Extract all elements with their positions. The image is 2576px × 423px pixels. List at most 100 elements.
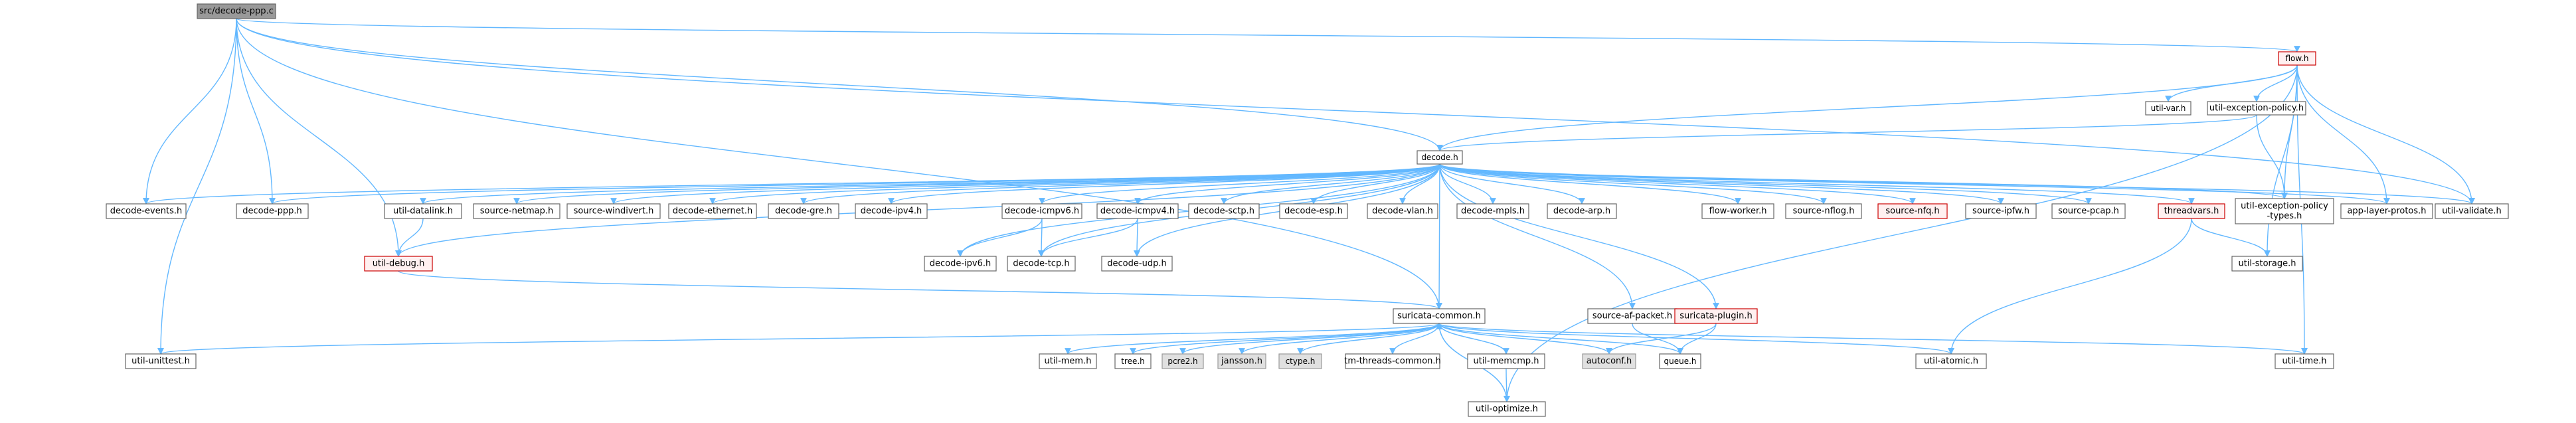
node-decode-udp[interactable]: decode-udp.h xyxy=(1101,256,1173,272)
node-box xyxy=(2278,51,2316,66)
node-decode-tcp[interactable]: decode-tcp.h xyxy=(1007,256,1076,272)
node-decode-ipv4[interactable]: decode-ipv4.h xyxy=(855,203,928,219)
node-label: threadvars.h xyxy=(2164,207,2219,216)
node-decode[interactable]: decode.h xyxy=(1417,150,1463,165)
node-decode-icmpv4[interactable]: decode-icmpv4.h xyxy=(1096,203,1179,219)
node-decode-esp[interactable]: decode-esp.h xyxy=(1279,203,1348,219)
node-box xyxy=(1547,203,1617,219)
node-util-storage[interactable]: util-storage.h xyxy=(2231,256,2303,272)
node-label: queue.h xyxy=(1664,357,1696,366)
node-decode-mpls[interactable]: decode-mpls.h xyxy=(1456,203,1529,219)
edge-decode_icmpv6-to-decode_tcp xyxy=(1038,218,1045,257)
node-util-optimize[interactable]: util-optimize.h xyxy=(1468,401,1546,417)
edge-decode-to-decode_icmpv6 xyxy=(1039,163,1440,205)
edge-decode-to-source_windivert xyxy=(610,163,1440,205)
edge-decode-to-decode_esp xyxy=(1310,163,1440,205)
node-box xyxy=(1039,353,1097,369)
node-label: src/decode-ppp.c xyxy=(199,7,274,17)
node-tm-threads-common[interactable]: tm-threads-common.h xyxy=(1344,353,1441,369)
node-source-af-packet[interactable]: source-af-packet.h xyxy=(1587,308,1677,324)
node-source-ipfw[interactable]: source-ipfw.h xyxy=(1965,203,2037,219)
node-util-memcmp[interactable]: util-memcmp.h xyxy=(1467,353,1545,369)
node-decode-vlan[interactable]: decode-vlan.h xyxy=(1367,203,1438,219)
edge-layer xyxy=(143,18,2475,402)
node-box xyxy=(125,353,197,369)
node-util-validate[interactable]: util-validate.h xyxy=(2435,203,2509,219)
node-util-exc-types[interactable]: util-exception-policy-types.h xyxy=(2235,198,2334,224)
edge-suricata_plugin-to-queue xyxy=(1677,323,1717,355)
node-ctype[interactable]: ctype.h xyxy=(1278,353,1322,369)
node-flow[interactable]: flow.h xyxy=(2278,51,2316,66)
node-util-var[interactable]: util-var.h xyxy=(2145,101,2191,116)
node-box xyxy=(236,203,309,219)
edge-decode_icmpv6-to-decode_ipv6 xyxy=(957,218,1043,257)
node-util-time[interactable]: util-time.h xyxy=(2275,353,2334,369)
node-decode-ipv6[interactable]: decode-ipv6.h xyxy=(924,256,997,272)
node-decode-gre[interactable]: decode-gre.h xyxy=(768,203,839,219)
node-decode-ppp[interactable]: decode-ppp.h xyxy=(236,203,309,219)
node-box xyxy=(1217,353,1266,369)
node-box xyxy=(1877,203,1948,219)
node-flow-worker[interactable]: flow-worker.h xyxy=(1701,203,1774,219)
node-decode-arp[interactable]: decode-arp.h xyxy=(1547,203,1617,219)
node-label: tm-threads-common.h xyxy=(1344,357,1441,367)
node-label: jansson.h xyxy=(1221,357,1262,367)
node-tree[interactable]: tree.h xyxy=(1114,353,1152,369)
node-label: -types.h xyxy=(2267,211,2302,221)
edge-suricata_common-to-queue xyxy=(1438,323,1683,355)
edge-suricata_common-to-autoconf xyxy=(1438,323,1612,355)
node-autoconf[interactable]: autoconf.h xyxy=(1582,353,1636,369)
node-decode-icmpv6[interactable]: decode-icmpv6.h xyxy=(1001,203,1082,219)
node-box xyxy=(1345,353,1440,369)
edge-root-to-suricata_common xyxy=(236,18,1442,309)
node-util-mem[interactable]: util-mem.h xyxy=(1039,353,1097,369)
edge-suricata_plugin-to-autoconf xyxy=(1606,323,1717,355)
node-box xyxy=(1582,353,1636,369)
edge-util_exc_pol-to-decode xyxy=(1436,114,2257,151)
node-util-exc-pol[interactable]: util-exception-policy.h xyxy=(2207,101,2306,116)
edge-root-to-util_unittest xyxy=(157,18,237,355)
edge-flow-to-util_exc_pol xyxy=(2253,64,2298,102)
node-util-unittest[interactable]: util-unittest.h xyxy=(125,353,197,369)
edge-root-to-decode xyxy=(236,18,1443,151)
node-box xyxy=(1161,353,1204,369)
node-jansson[interactable]: jansson.h xyxy=(1217,353,1266,369)
node-util-datalink[interactable]: util-datalink.h xyxy=(384,203,462,219)
node-app-layer-protos[interactable]: app-layer-protos.h xyxy=(2340,203,2433,219)
edge-decode-to-suricata_plugin xyxy=(1439,163,1719,309)
node-source-netmap[interactable]: source-netmap.h xyxy=(473,203,560,219)
node-source-nflog[interactable]: source-nflog.h xyxy=(1785,203,1862,219)
node-root[interactable]: src/decode-ppp.c xyxy=(197,3,276,19)
node-box xyxy=(1468,401,1546,417)
node-pcre2[interactable]: pcre2.h xyxy=(1161,353,1204,369)
edge-util_debug-to-suricata_common xyxy=(398,270,1442,309)
node-suricata-plugin[interactable]: suricata-plugin.h xyxy=(1674,308,1758,324)
node-label: util-debug.h xyxy=(373,259,425,269)
edge-decode_icmpv4-to-decode_udp xyxy=(1134,218,1140,257)
node-label: app-layer-protos.h xyxy=(2347,207,2426,216)
node-label: decode-sctp.h xyxy=(1193,207,1254,216)
node-decode-ethernet[interactable]: decode-ethernet.h xyxy=(668,203,757,219)
node-suricata-common[interactable]: suricata-common.h xyxy=(1393,308,1486,324)
node-label: flow-worker.h xyxy=(1709,207,1767,216)
node-source-windivert[interactable]: source-windivert.h xyxy=(566,203,661,219)
node-queue[interactable]: queue.h xyxy=(1659,353,1701,369)
node-box xyxy=(2231,256,2303,272)
node-source-nfq[interactable]: source-nfq.h xyxy=(1877,203,1948,219)
node-decode-sctp[interactable]: decode-sctp.h xyxy=(1188,203,1260,219)
node-threadvars[interactable]: threadvars.h xyxy=(2158,203,2225,219)
node-util-atomic[interactable]: util-atomic.h xyxy=(1915,353,1987,369)
node-box xyxy=(924,256,997,272)
node-label: util-validate.h xyxy=(2442,207,2501,216)
node-box xyxy=(668,203,757,219)
node-box xyxy=(2235,198,2334,224)
node-util-debug[interactable]: util-debug.h xyxy=(364,256,433,272)
edge-util_exc_pol-to-util_exc_types xyxy=(2256,114,2288,199)
edge-decode-to-source_pcap xyxy=(1439,163,2092,205)
node-source-pcap[interactable]: source-pcap.h xyxy=(2051,203,2126,219)
node-box xyxy=(1456,203,1529,219)
edge-flow-to-util_optimize xyxy=(1503,64,2298,402)
node-box xyxy=(106,203,187,219)
node-decode-events[interactable]: decode-events.h xyxy=(106,203,187,219)
